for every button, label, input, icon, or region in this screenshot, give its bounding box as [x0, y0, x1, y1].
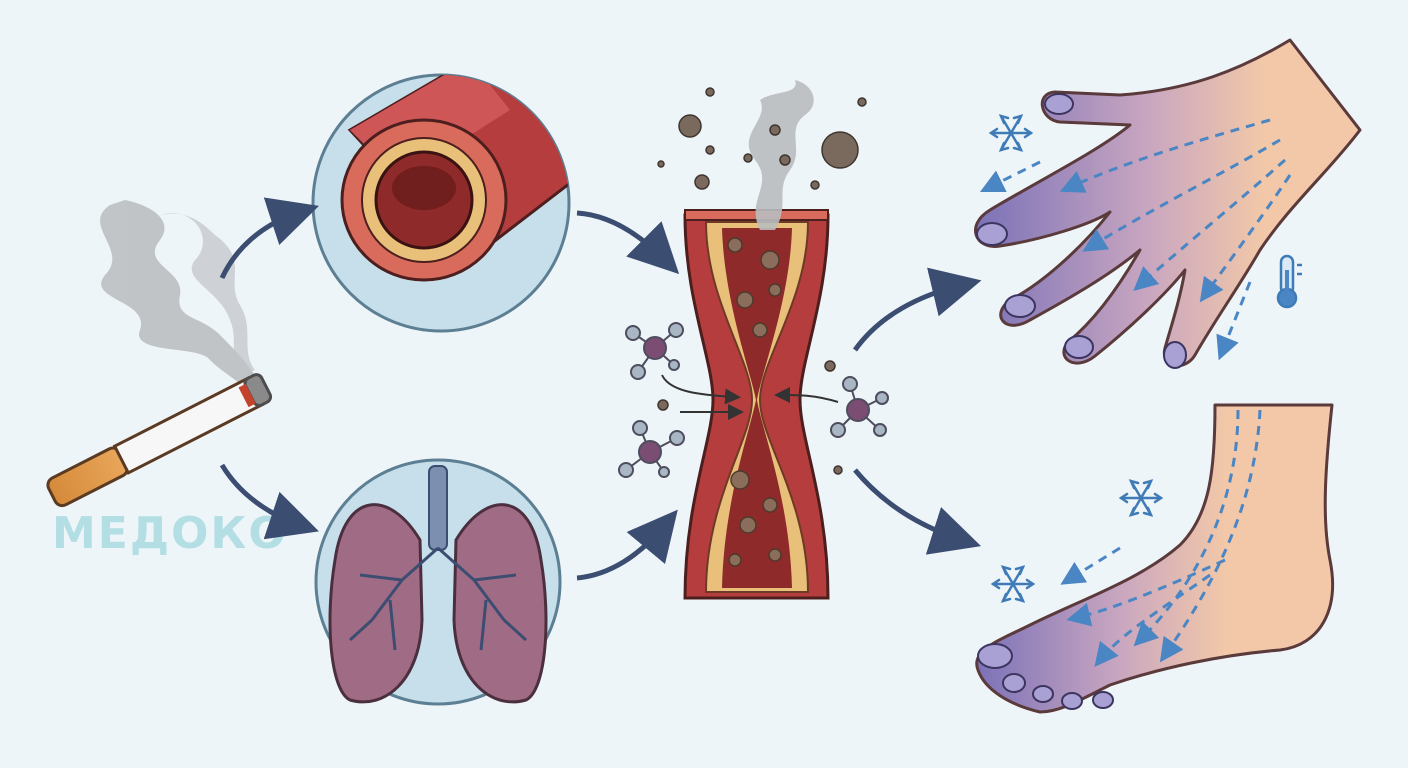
thermometer-icon [1278, 256, 1302, 307]
lungs-icon [316, 460, 560, 704]
artery-smoke-icon [749, 80, 814, 230]
foot-icon [977, 405, 1333, 712]
smoke-icon [100, 200, 262, 395]
narrowed-artery-icon [685, 210, 828, 598]
blood-vessel-icon [313, 60, 600, 331]
hand-icon [976, 40, 1360, 368]
